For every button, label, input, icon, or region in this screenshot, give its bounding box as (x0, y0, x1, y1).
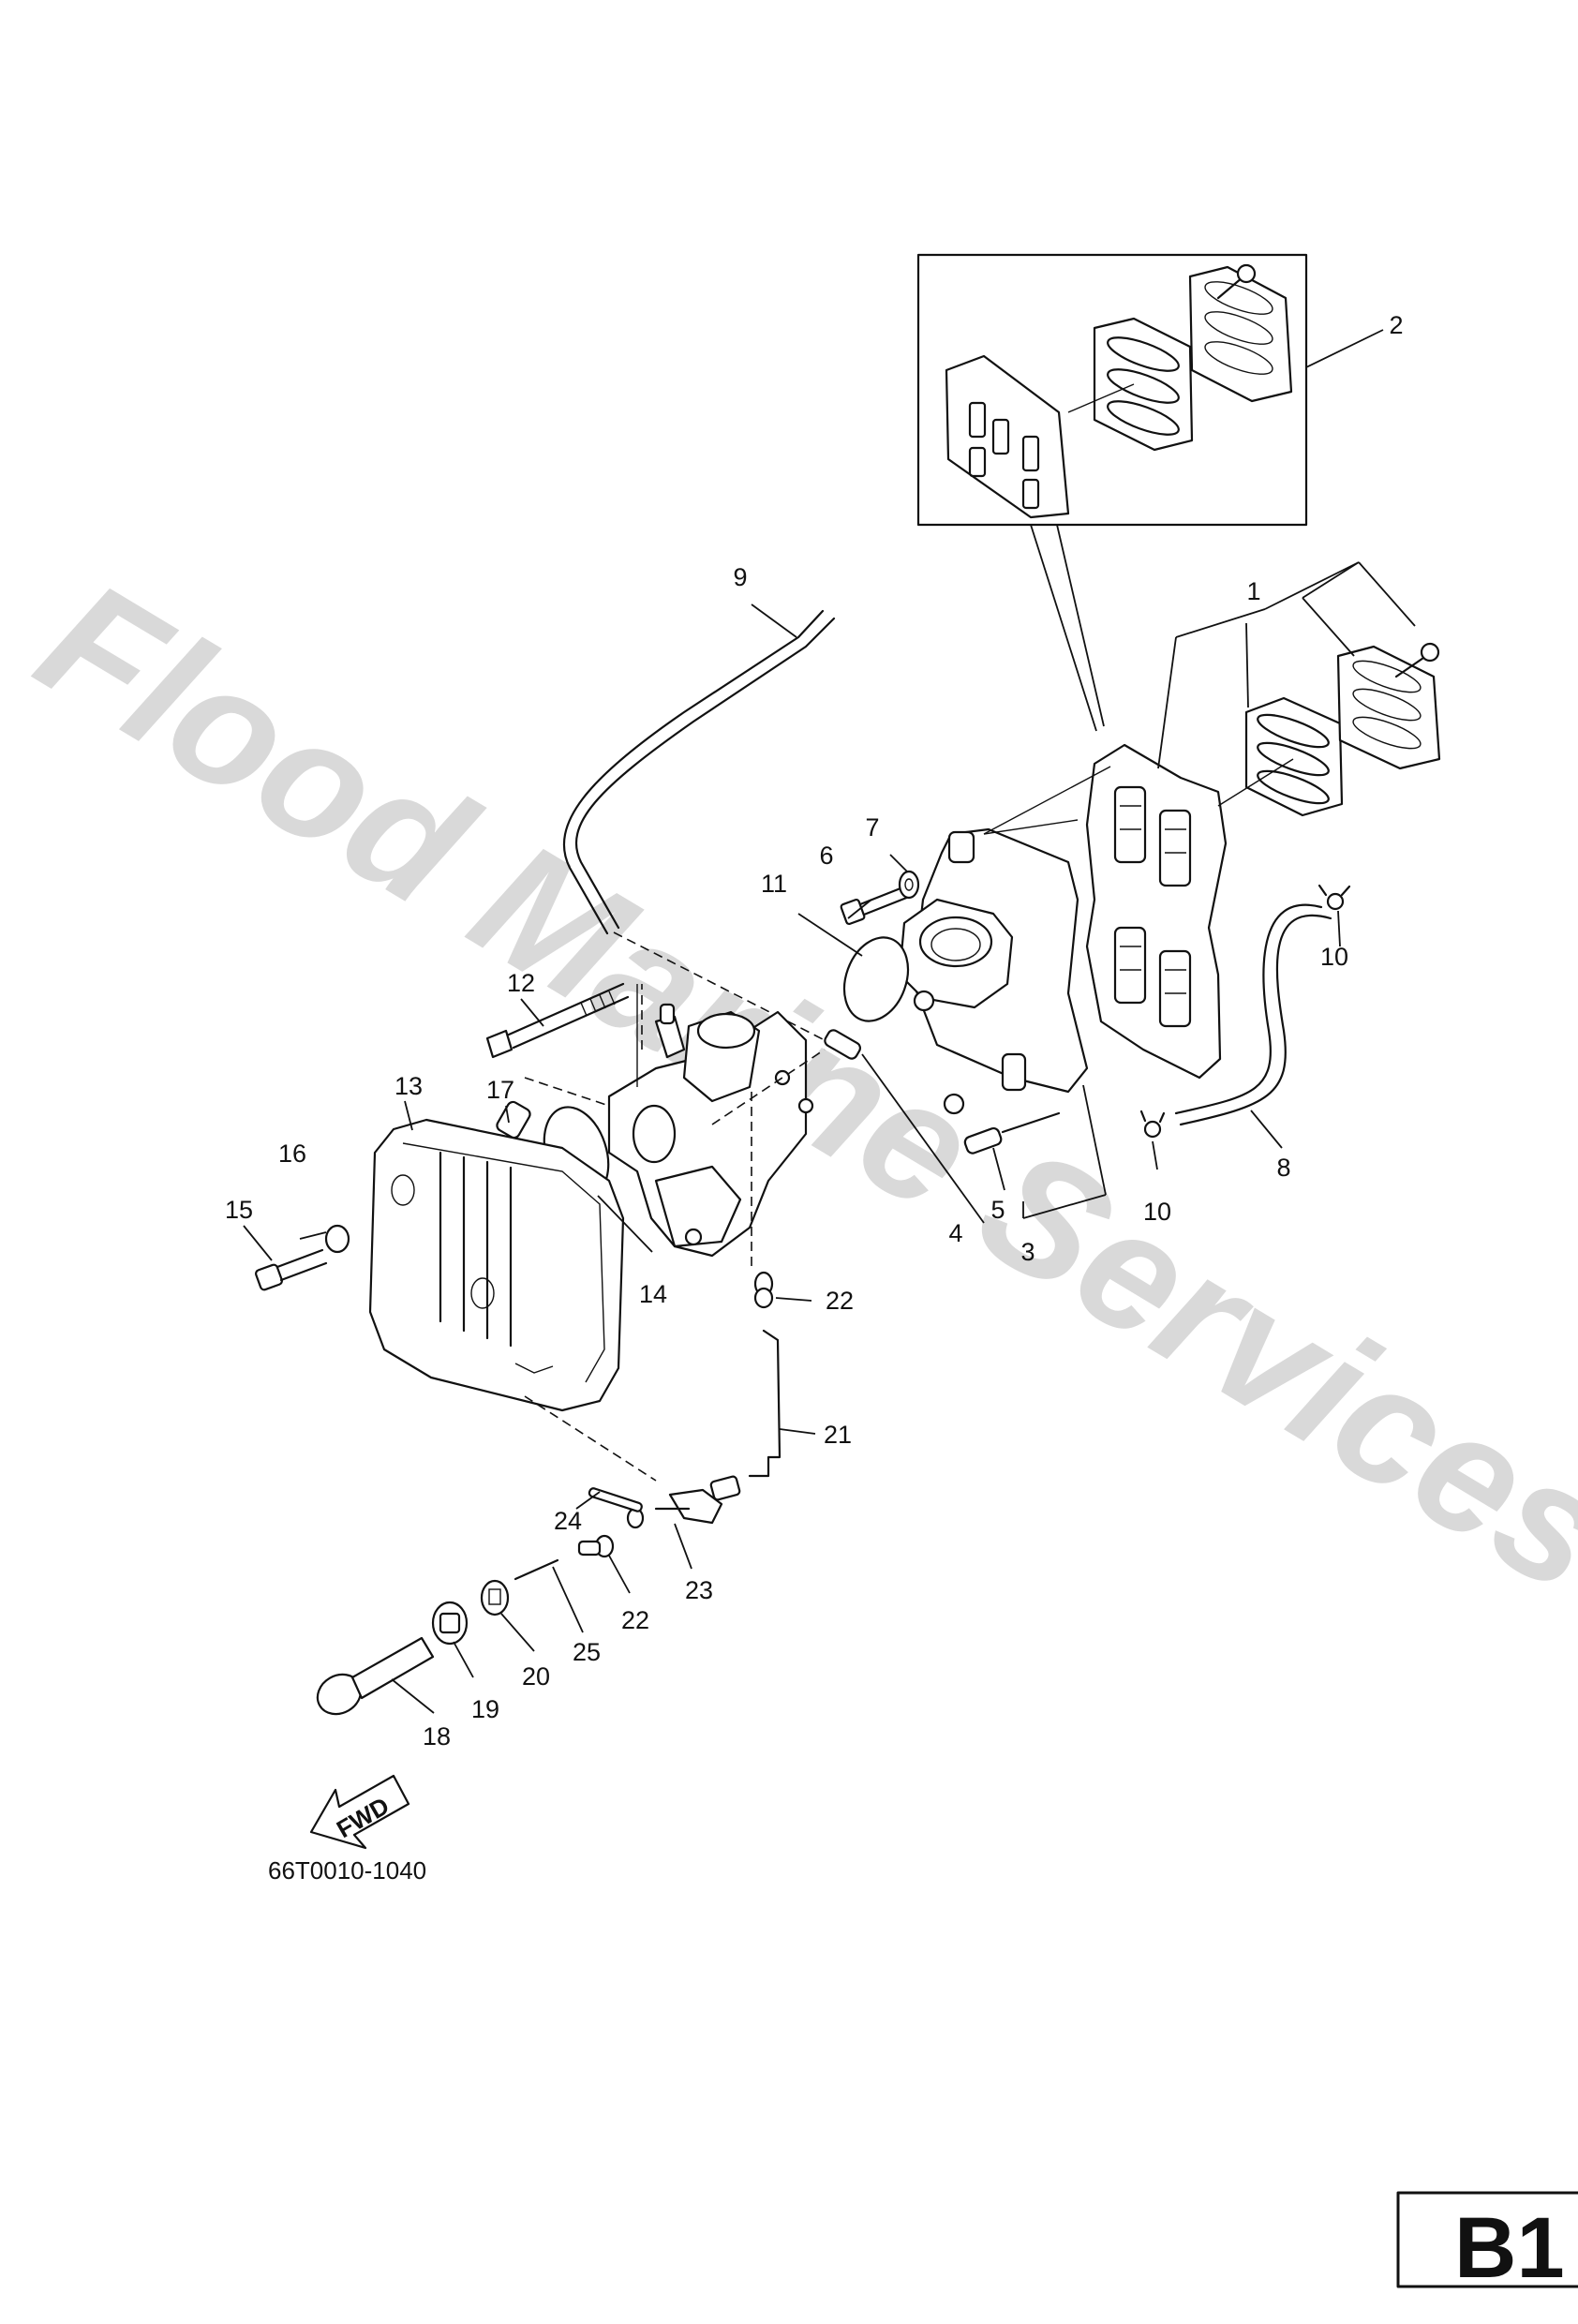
callout-22-lower: 22 (621, 1606, 649, 1634)
fwd-arrow-icon: FWD (309, 1774, 410, 1850)
knob-18 (316, 1636, 435, 1716)
gasket-11 (842, 936, 910, 1022)
grommet-20 (480, 1579, 510, 1616)
callout-21: 21 (824, 1421, 852, 1449)
hose-clip-upper (1317, 884, 1351, 911)
collar-17 (496, 1100, 531, 1140)
washer-7 (898, 870, 920, 900)
silencer-13 (368, 1118, 625, 1412)
callout-12: 12 (507, 969, 535, 997)
callout-leaders (243, 329, 1384, 1714)
callout-15: 15 (225, 1196, 253, 1224)
callout-23: 23 (685, 1576, 713, 1604)
choke-rod-21 (748, 1329, 782, 1478)
callout-24: 24 (554, 1507, 582, 1535)
intake-manifold (898, 766, 1111, 1115)
reed-valve-assembly (1085, 642, 1441, 1080)
hose-9 (575, 617, 836, 930)
nipple-4 (824, 1029, 861, 1060)
rod-25 (514, 1558, 559, 1581)
clip-22-upper (751, 1092, 774, 1309)
page-code: B1 (1454, 2200, 1565, 2296)
pin-24 (588, 1487, 643, 1512)
callout-8: 8 (1276, 1154, 1290, 1182)
hose-8 (1179, 914, 1332, 1126)
callout-6: 6 (819, 842, 833, 870)
callout-1: 1 (1246, 577, 1260, 605)
callout-20: 20 (522, 1662, 550, 1691)
nipple-5 (963, 1111, 1061, 1155)
callout-17: 17 (486, 1076, 514, 1104)
callout-3: 3 (1020, 1238, 1035, 1266)
callout-4: 4 (948, 1219, 962, 1247)
callout-22-upper: 22 (826, 1287, 854, 1315)
callout-14: 14 (639, 1280, 667, 1308)
callout-25: 25 (573, 1638, 601, 1666)
callout-16: 16 (278, 1140, 306, 1168)
callout-7: 7 (865, 813, 879, 842)
callout-13: 13 (394, 1072, 423, 1100)
inset-pointer-left (1030, 524, 1097, 732)
washer-16 (324, 1224, 350, 1254)
inset-pointer-right (1056, 524, 1105, 727)
callout-11: 11 (761, 870, 787, 898)
callout-5: 5 (990, 1196, 1005, 1224)
page-code-box: B1 (1396, 2191, 1578, 2296)
callout-19: 19 (471, 1695, 499, 1723)
callout-9: 9 (733, 563, 747, 591)
callout-1-leaders (1157, 561, 1416, 769)
clip-22-lower (577, 1534, 615, 1558)
carburetor (607, 984, 814, 1258)
callout-18: 18 (423, 1722, 451, 1750)
callout-10-lower: 10 (1143, 1198, 1171, 1226)
bolt-15 (254, 1248, 328, 1291)
bolt-12 (485, 982, 630, 1059)
lever-23 (626, 1475, 741, 1529)
callout-10-upper: 10 (1320, 943, 1348, 971)
hose-clip-lower (1139, 1110, 1166, 1139)
reed-valve-inset (916, 253, 1308, 527)
callout-2: 2 (1389, 311, 1403, 339)
bolt-6 (840, 885, 911, 926)
callout-numbers: 1 2 3 4 5 6 7 8 9 10 10 11 12 13 14 15 1… (225, 311, 1404, 1750)
drawing-code: 66T0010-1040 (268, 1856, 426, 1885)
grommet-19 (431, 1601, 469, 1646)
